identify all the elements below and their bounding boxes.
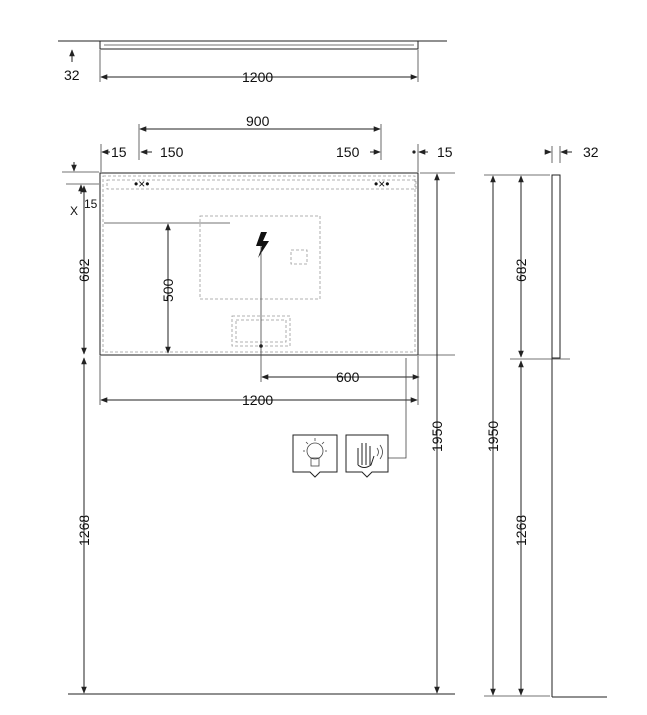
mirror-outline — [99, 172, 419, 356]
top-view: 32 1200 — [58, 40, 447, 85]
top-gap-label: 15 — [84, 197, 98, 211]
edge-right-label: 15 — [437, 144, 453, 160]
mirror-side-profile — [551, 174, 561, 359]
side-total-height-label: 1950 — [485, 421, 501, 452]
side-mirror-height-label: 682 — [513, 258, 529, 282]
mirror-width-label: 1200 — [242, 392, 273, 408]
side-view: 32 1950 682 1268 — [484, 144, 607, 698]
front-view: •×• •×• 500 900 15 150 150 15 — [62, 113, 455, 695]
inset-right-label: 150 — [336, 144, 360, 160]
side-mount-height-label: 1268 — [513, 515, 529, 546]
light-bulb-icon — [292, 434, 338, 478]
mirror-inner-frame — [102, 175, 416, 353]
total-height-label: 1950 — [429, 421, 445, 452]
top-depth-label: 32 — [64, 67, 80, 83]
power-lightning-icon — [256, 232, 269, 258]
side-depth-label: 32 — [583, 144, 599, 160]
led-marker-right-icon: •×• — [374, 177, 389, 191]
inset-left-label: 150 — [160, 144, 184, 160]
strip-span-label: 900 — [246, 113, 270, 129]
panel-height-label: 500 — [160, 278, 176, 302]
edge-right-dot — [412, 150, 416, 154]
cable-point — [259, 344, 263, 348]
sensor-square — [290, 249, 308, 265]
mirror-top-profile — [99, 40, 419, 50]
hand-sensor-icon — [345, 434, 389, 478]
heating-pad-area — [199, 215, 321, 300]
top-width-label: 1200 — [242, 69, 273, 85]
led-marker-left-icon: •×• — [134, 177, 149, 191]
x-marker-label: X — [70, 204, 78, 218]
control-cable — [388, 358, 407, 459]
outlet-offset-label: 600 — [336, 369, 360, 385]
light-strip — [106, 179, 417, 190]
mount-height-label: 1268 — [76, 515, 92, 546]
mirror-height-label: 682 — [76, 258, 92, 282]
edge-left-label: 15 — [111, 144, 127, 160]
